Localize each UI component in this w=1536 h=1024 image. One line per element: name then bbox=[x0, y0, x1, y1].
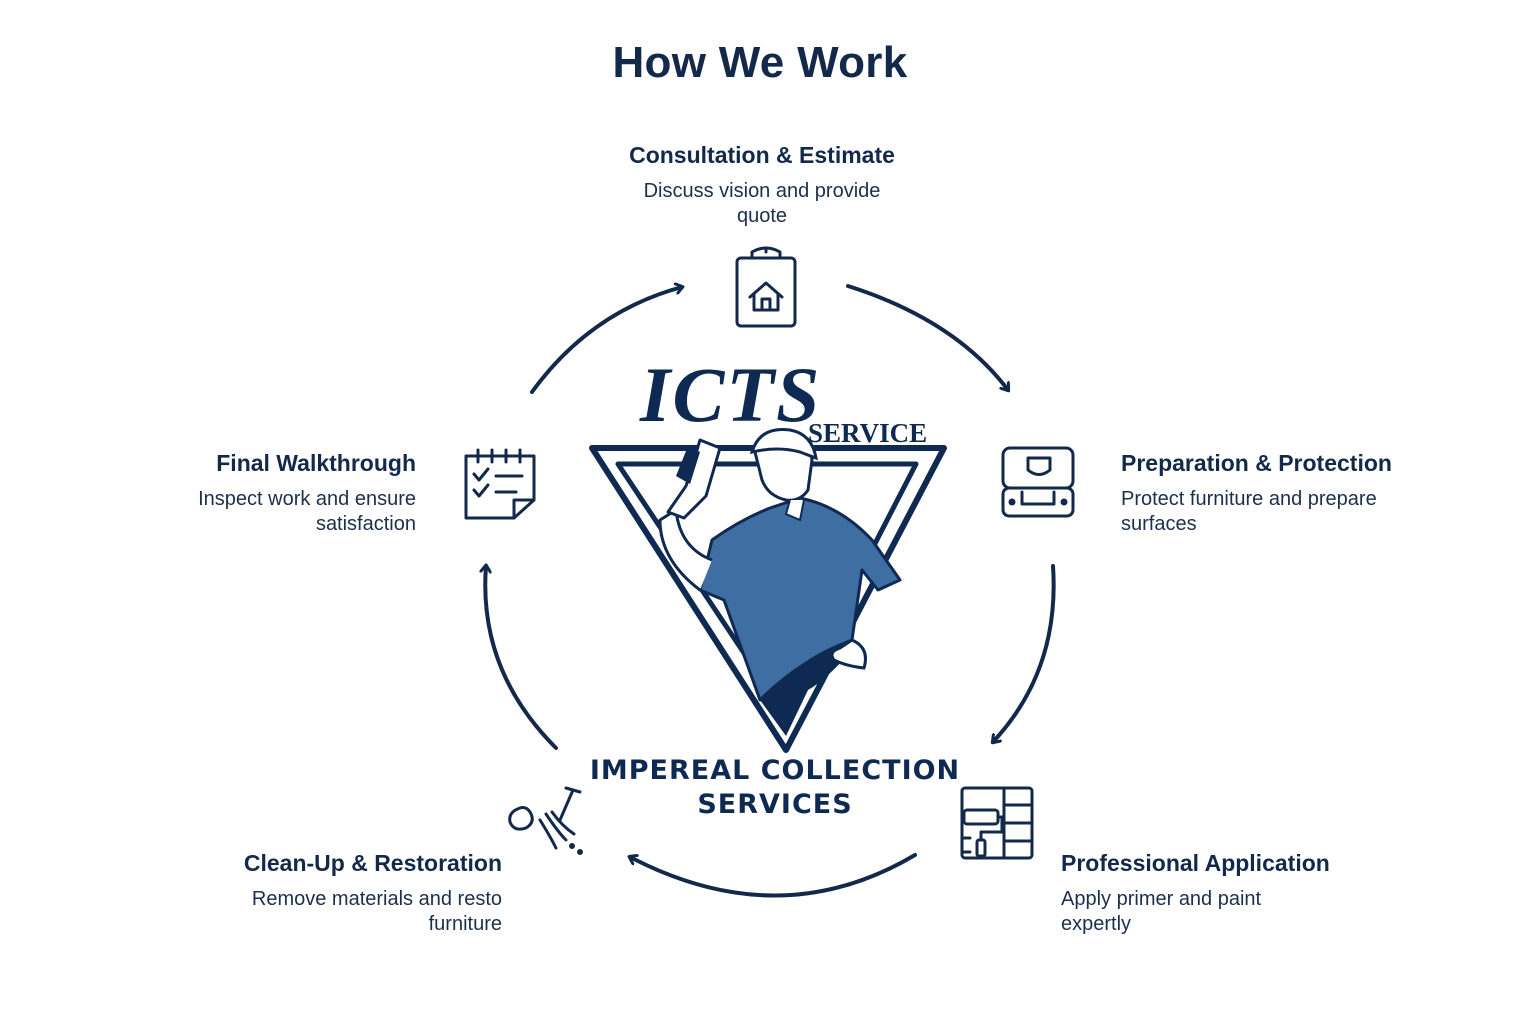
covered-furniture-icon bbox=[1001, 446, 1075, 518]
cycle-arrow-4 bbox=[485, 566, 558, 750]
cycle-arrow-1 bbox=[846, 284, 1008, 390]
painter-arm bbox=[658, 508, 713, 592]
cycle-arrow-2 bbox=[993, 564, 1056, 742]
painter-cap bbox=[749, 427, 818, 461]
step-consultation: Consultation & Estimate Discuss vision a… bbox=[596, 142, 928, 229]
paintbrush bbox=[666, 438, 722, 520]
step-title: Preparation & Protection bbox=[1121, 450, 1392, 476]
step-description: Inspect work and ensure satisfaction bbox=[198, 488, 416, 535]
logo-name-line1: IMPEREAL COLLECTION bbox=[589, 755, 961, 786]
step-cleanup: Clean-Up & Restoration Remove materials … bbox=[194, 850, 502, 937]
page-title: How We Work bbox=[612, 38, 908, 87]
broom-icon bbox=[508, 786, 583, 855]
cycle-arrow-5 bbox=[530, 287, 682, 394]
step-description: Apply primer and paint expertly bbox=[1061, 888, 1262, 935]
painter-hand bbox=[830, 638, 867, 670]
logo-sub: SERVICE bbox=[808, 418, 928, 448]
step-title: Consultation & Estimate bbox=[629, 142, 895, 168]
clipboard-house-icon bbox=[735, 246, 797, 328]
logo-emblem bbox=[589, 427, 947, 753]
logo-mark: ICTS bbox=[640, 351, 822, 438]
step-description: Discuss vision and provide quote bbox=[643, 180, 881, 227]
logo-company-name: IMPEREAL COLLECTION SERVICES bbox=[570, 754, 980, 822]
step-title: Clean-Up & Restoration bbox=[243, 850, 502, 876]
step-title: Professional Application bbox=[1061, 850, 1330, 876]
step-description: Protect furniture and prepare surfaces bbox=[1121, 488, 1377, 535]
paint-roller-icon bbox=[960, 786, 1034, 860]
logo-name-line2: SERVICES bbox=[697, 789, 853, 820]
step-description: Remove materials and resto furniture bbox=[251, 888, 502, 935]
step-application: Professional Application Apply primer an… bbox=[1061, 850, 1351, 937]
checklist-calendar-icon bbox=[464, 448, 536, 520]
step-preparation: Preparation & Protection Protect furnitu… bbox=[1121, 450, 1421, 537]
step-walkthrough: Final Walkthrough Inspect work and ensur… bbox=[136, 450, 416, 537]
cycle-arrow-3 bbox=[630, 853, 917, 898]
step-title: Final Walkthrough bbox=[216, 450, 416, 476]
